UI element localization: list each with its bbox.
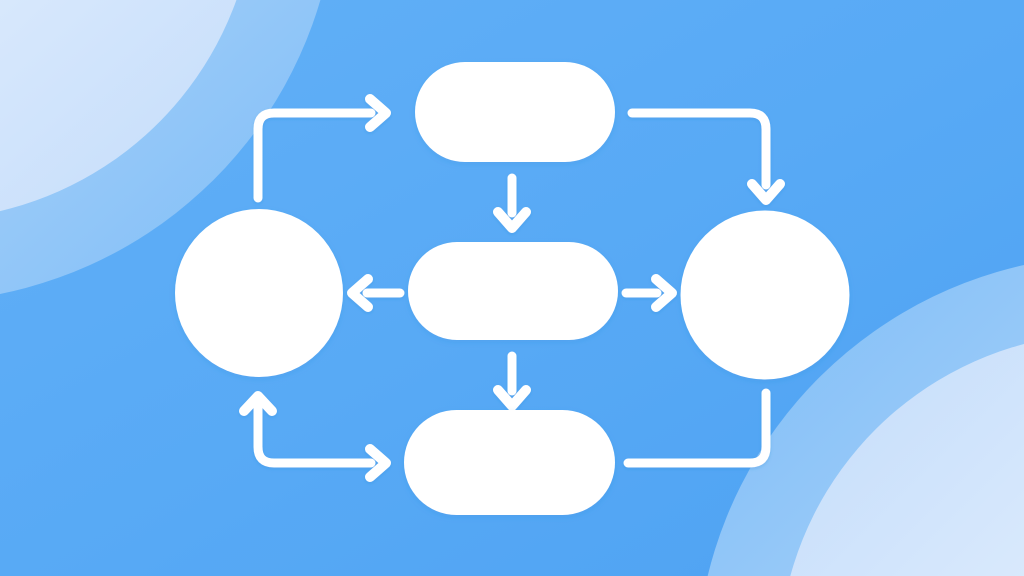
connector-top-to-center: [493, 173, 531, 233]
connector-center-to-right: [621, 274, 677, 312]
corner-arc-bottom-right-inner: [790, 344, 1024, 576]
right-terminator-node[interactable]: [680, 210, 850, 380]
connector-right-to-bottom: [623, 388, 771, 468]
connector-left-to-top: [253, 94, 391, 203]
center-process-node[interactable]: [408, 242, 618, 340]
top-process-node[interactable]: [415, 62, 615, 162]
bottom-process-node[interactable]: [404, 410, 615, 515]
connector-bottom-to-left: [239, 391, 391, 482]
connector-center-to-left: [347, 274, 405, 312]
corner-arc-top-left-inner: [0, 0, 237, 212]
connector-center-to-bottom: [493, 351, 531, 411]
left-terminator-node[interactable]: [175, 209, 343, 377]
connector-top-to-right: [627, 108, 785, 205]
